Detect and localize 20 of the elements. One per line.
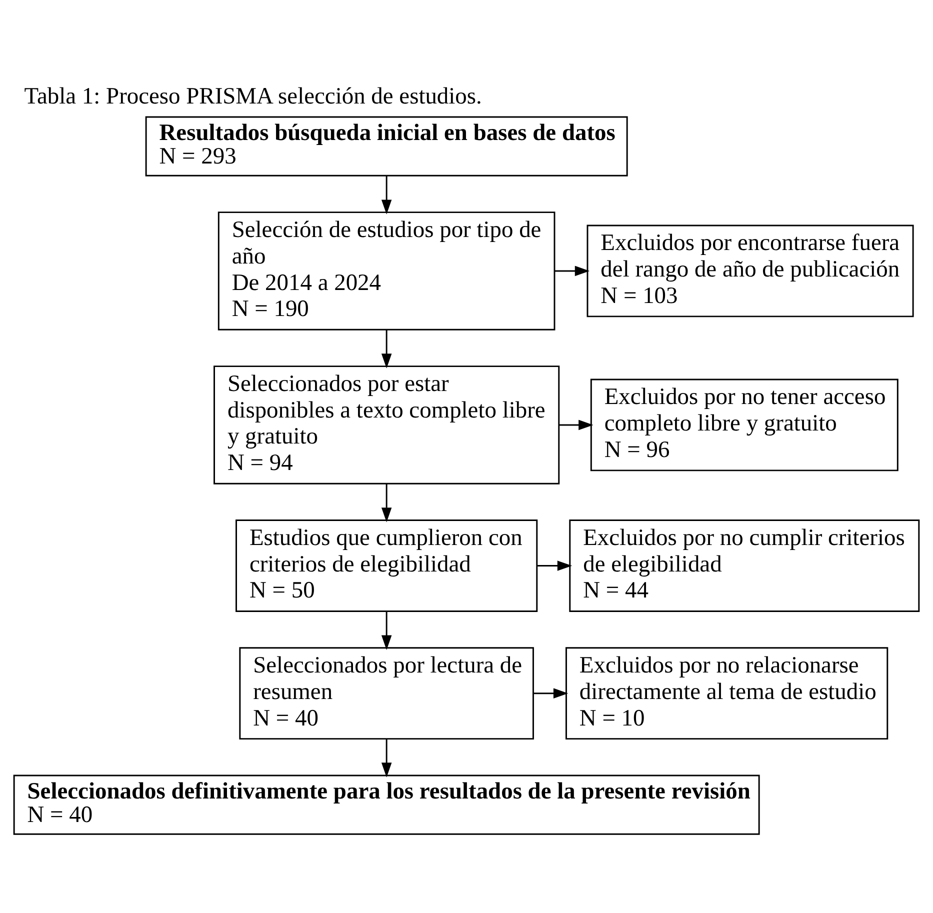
arrow (381, 612, 392, 650)
node-box: Resultados búsqueda inicial en bases de datos N = 293 (145, 116, 628, 176)
node-box: Excluidos por encontrarse fuera del rango de año de publicación N = 103 (586, 224, 914, 318)
arrow (381, 484, 392, 522)
node-box: Selección de estudios por tipo de año De 2014 a 2024 N = 190 (218, 212, 556, 330)
node-box: Excluidos por no relacionarse directamente al tema de estudio N = 10 (566, 647, 888, 740)
arrow (381, 330, 392, 368)
arrow (381, 176, 392, 214)
arrow (538, 560, 572, 571)
arrow (554, 266, 590, 276)
node-box: Estudios que cumplieron con criterios de elegibilidad N = 50 (236, 520, 538, 612)
arrow (533, 688, 568, 698)
arrow (381, 738, 392, 778)
diagram-title: Tabla 1: Proceso PRISMA selección de estudios. (24, 84, 482, 110)
node-box: Seleccionados por estar disponibles a texto completo libre y gratuito N = 94 (214, 366, 560, 484)
node-box: Excluidos por no cumplir criterios de elegibilidad N = 44 (569, 520, 920, 612)
node-box: Excluidos por no tener acceso completo libre y gratuito N = 96 (590, 378, 898, 472)
node-box: Seleccionados por lectura de resumen N = 40 (239, 647, 534, 740)
node-box: Seleccionados definitivamente para los resultados de la presente revisión N = 40 (13, 774, 760, 835)
arrow (559, 420, 594, 430)
